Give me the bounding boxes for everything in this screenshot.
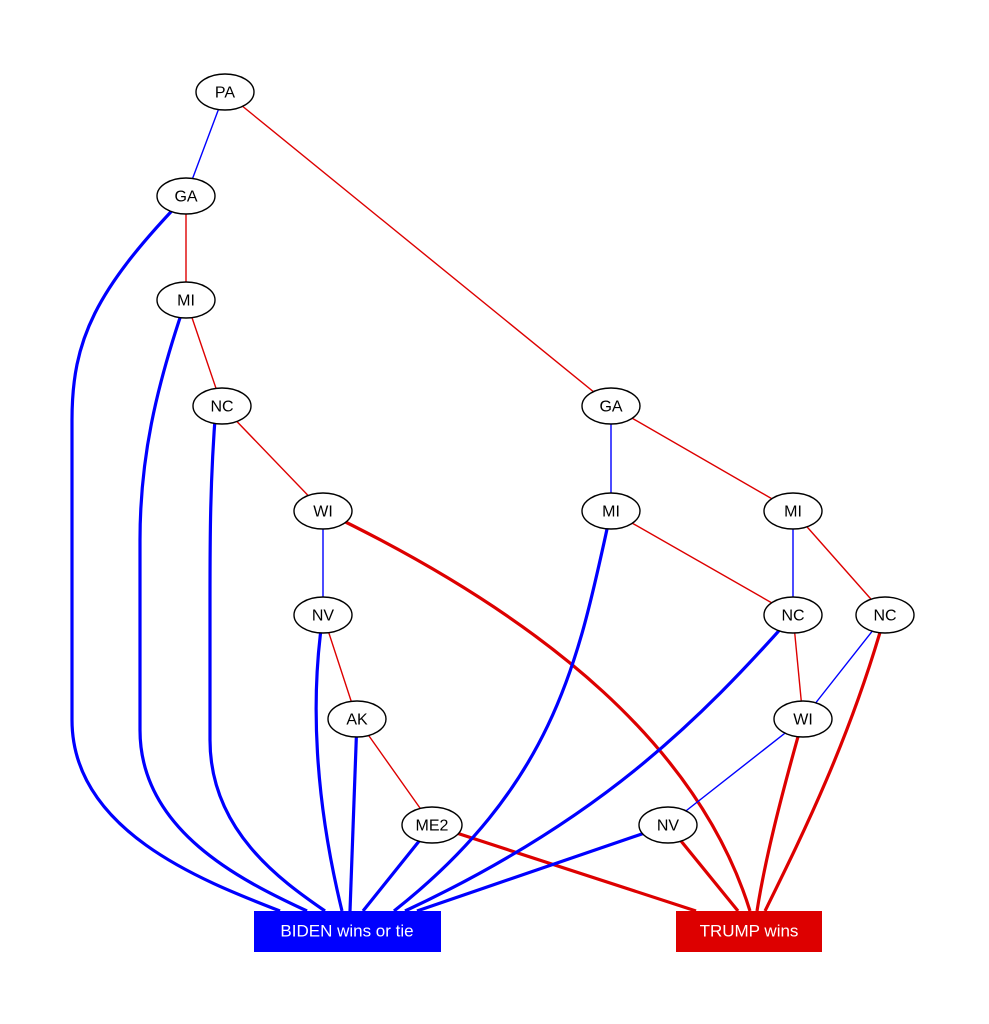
edge-ga1-biden (70, 194, 281, 913)
edge-me2-trump (431, 823, 697, 913)
node-label: ME2 (416, 818, 449, 835)
edge-mi2-nc2 (610, 510, 794, 616)
edge-nc1-biden (208, 405, 326, 913)
outcomes: BIDEN wins or tie TRUMP wins (254, 911, 822, 952)
node-label: WI (793, 712, 813, 729)
node-ellipse (293, 492, 353, 530)
biden-outcome-box (254, 911, 441, 952)
node-label: GA (174, 189, 197, 206)
edge-ak-me2 (356, 718, 433, 826)
node-ga1: GA (156, 177, 216, 215)
node-label: NC (781, 608, 804, 625)
node-label: WI (313, 504, 333, 521)
node-nv1: NV (293, 596, 353, 634)
node-wi1: WI (293, 492, 353, 530)
node-mi1: MI (156, 281, 216, 319)
edges (70, 91, 887, 913)
nodes: PA GA MI NC WI NV AK ME2 GA MI MI NC NC WI NV (156, 73, 915, 844)
node-nv2: NV (638, 806, 698, 844)
biden-outcome-label: BIDEN wins or tie (280, 922, 413, 941)
edge-nv1-biden (314, 614, 344, 912)
edge-nv2-biden (416, 823, 669, 913)
node-nc1: NC (192, 387, 252, 425)
edge-ak-biden (348, 718, 359, 912)
edge-wi2-nv2 (667, 718, 804, 826)
edge-mi1-biden (138, 299, 308, 913)
edge-nc3-trump (763, 614, 887, 912)
trump-outcome-box (676, 911, 822, 952)
node-label: AK (346, 712, 368, 729)
node-label: MI (177, 293, 195, 310)
node-mi2: MI (581, 492, 641, 530)
node-label: MI (784, 504, 802, 521)
node-ellipse (327, 700, 387, 738)
edge-nc3-wi2 (802, 614, 886, 720)
node-label: GA (599, 399, 622, 416)
node-ellipse (638, 806, 698, 844)
node-wi2: WI (773, 700, 833, 738)
node-nc2: NC (763, 596, 823, 634)
node-label: NC (873, 608, 896, 625)
node-label: NV (657, 818, 680, 835)
node-label: PA (215, 85, 235, 102)
node-ellipse (293, 596, 353, 634)
node-pa: PA (195, 73, 255, 111)
edge-wi1-trump (322, 509, 752, 912)
node-ak: AK (327, 700, 387, 738)
edge-pa-ga2 (224, 91, 612, 407)
trump-outcome-label: TRUMP wins (700, 922, 799, 941)
node-ellipse (581, 387, 641, 425)
edge-ga2-mi3 (610, 405, 794, 512)
edge-mi3-nc3 (792, 510, 886, 616)
node-label: MI (602, 504, 620, 521)
node-ellipse (773, 700, 833, 738)
node-ellipse (156, 281, 216, 319)
node-ga2: GA (581, 387, 641, 425)
edge-nc1-wi1 (221, 405, 324, 512)
node-ellipse (156, 177, 216, 215)
node-ellipse (855, 596, 915, 634)
edge-mi2-biden (393, 510, 613, 913)
node-ellipse (192, 387, 252, 425)
node-label: NC (210, 399, 233, 416)
node-ellipse (195, 73, 255, 111)
edge-nc2-biden (404, 613, 795, 913)
node-ellipse (763, 492, 823, 530)
node-mi3: MI (763, 492, 823, 530)
node-label: NV (312, 608, 335, 625)
node-me2: ME2 (401, 806, 463, 844)
node-nc3: NC (855, 596, 915, 634)
node-ellipse (763, 596, 823, 634)
node-ellipse (401, 806, 463, 844)
node-ellipse (581, 492, 641, 530)
edge-wi2-trump (755, 718, 805, 912)
